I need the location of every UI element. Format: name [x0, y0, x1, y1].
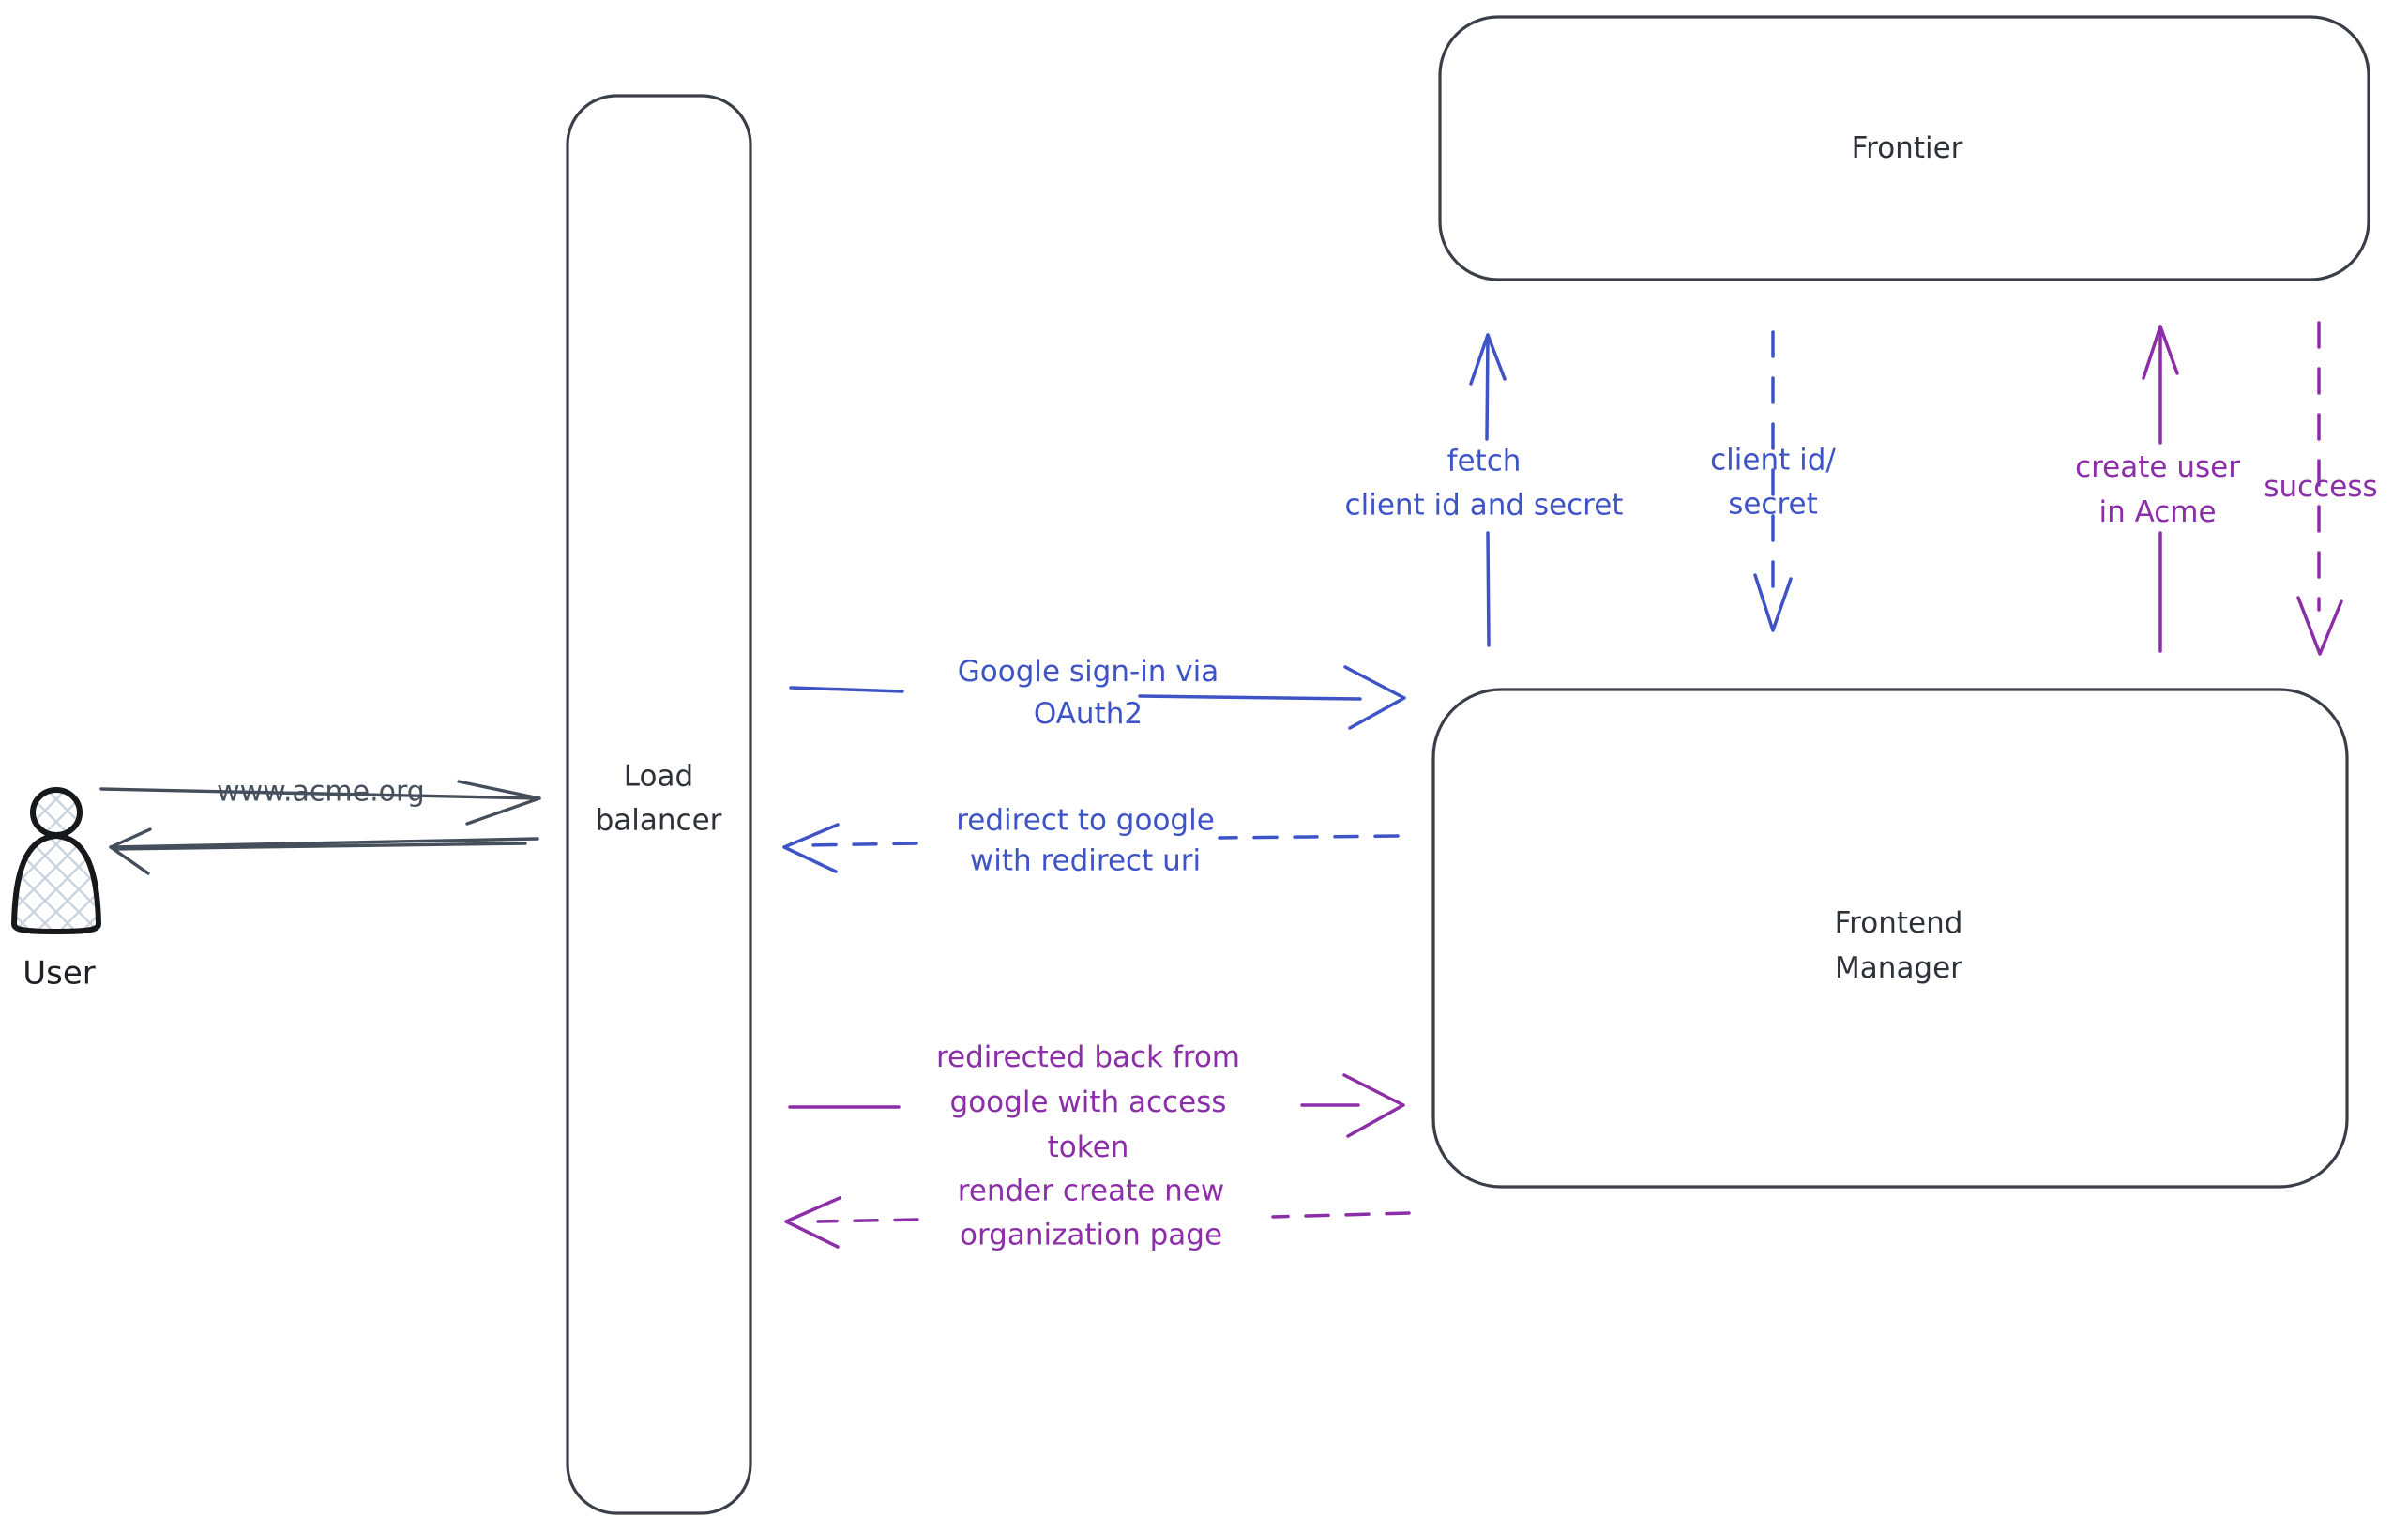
edge-label-redirect-google: redirect to google with redirect uri: [956, 803, 1215, 878]
edge-label-www-acme: www.acme.org: [217, 775, 425, 809]
edge-label-create-user: create user in Acme: [2075, 449, 2240, 529]
arrow-google-signin: [789, 665, 1406, 730]
arrow-fetch-client: [1469, 333, 1507, 647]
edge-label-redirected-back: redirected back from google with access …: [935, 1039, 1241, 1165]
load-balancer-label: Load balancer: [595, 759, 722, 838]
frontier-box: [1438, 15, 2370, 281]
user-head: [30, 787, 83, 838]
arrow-success: [2296, 321, 2343, 656]
user-body: [11, 833, 101, 934]
arrow-redirected-back: [788, 1073, 1405, 1138]
user-label: User: [23, 954, 96, 993]
arrow-redirect-google: [782, 823, 1400, 873]
edge-label-client-id-secret: client id/ secret: [1710, 443, 1836, 522]
frontend-manager-box: [1431, 688, 2349, 1189]
arrow-render-org-page: [784, 1196, 1411, 1249]
edge-label-render-org-page: render create new organization page: [957, 1174, 1225, 1252]
user-icon: [11, 787, 101, 934]
frontend-manager-label: Frontend Manager: [1834, 905, 1963, 985]
load-balancer-box: [566, 94, 752, 1515]
edge-label-google-signin: Google sign-in via OAuth2: [957, 655, 1219, 731]
arrow-create-user: [2142, 325, 2179, 653]
arrow-www-acme: [99, 780, 541, 826]
arrow-client-id-secret: [1753, 330, 1793, 632]
arrow-return-to-user: [109, 827, 539, 875]
edge-label-fetch-client: fetch client id and secret: [1344, 444, 1624, 523]
frontier-label: Frontier: [1851, 130, 1963, 165]
edge-label-success: success: [2264, 469, 2378, 504]
